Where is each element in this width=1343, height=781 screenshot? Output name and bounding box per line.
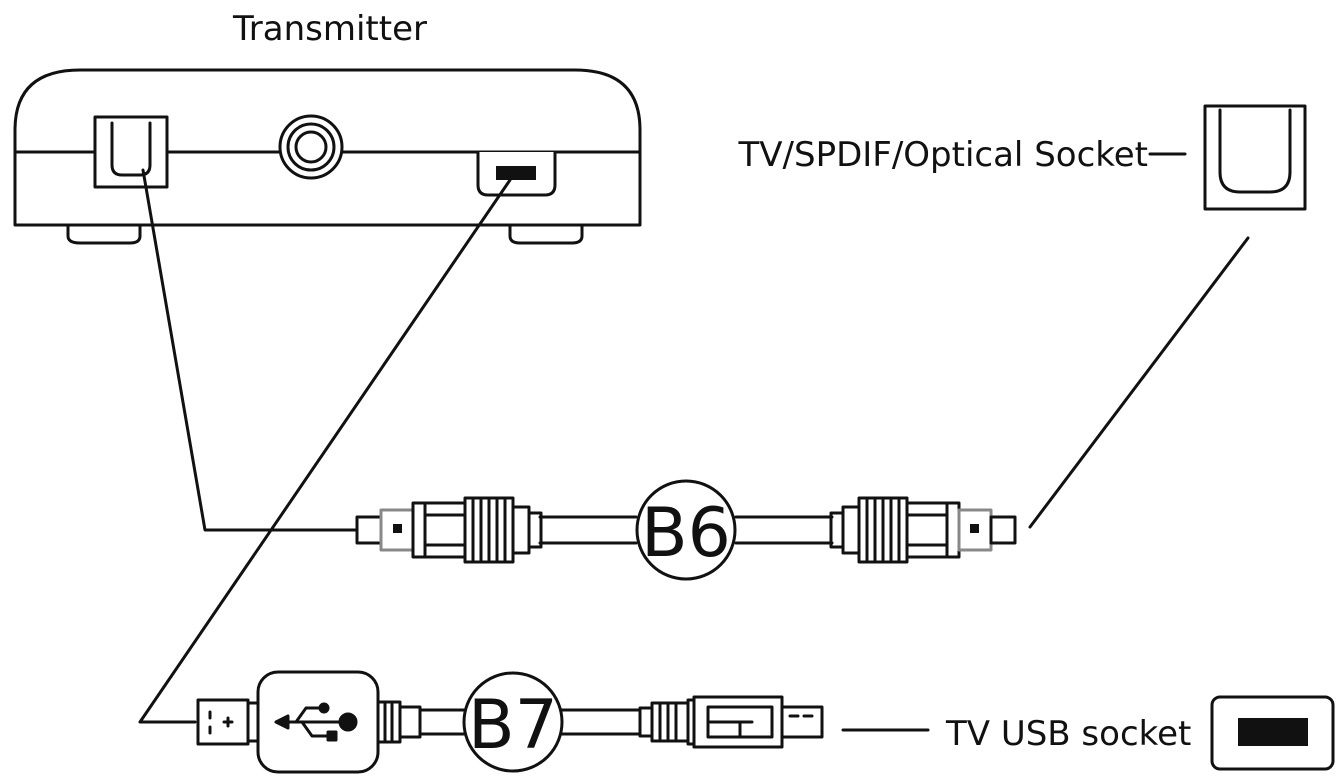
b7-label: B7: [468, 686, 558, 765]
usb-slot-icon: [476, 150, 557, 197]
transmitter-label: Transmitter: [232, 9, 427, 49]
optical-plug-left: [355, 496, 543, 564]
optical-plug-right: [829, 496, 1017, 564]
round-power-jack-icon: [278, 114, 344, 180]
optical-socket-connection-line: [1028, 236, 1250, 529]
usb-b-plug: [638, 695, 824, 749]
b6-badge: [635, 479, 737, 581]
usb-a-plug: [196, 670, 422, 774]
optical-socket-label: TV/SPDIF/Optical Socket: [738, 135, 1149, 175]
usb-socket-label: TV USB socket: [945, 714, 1191, 754]
usb-trident-icon: [274, 702, 358, 742]
optical-connection-line: [141, 168, 357, 532]
tv-optical-socket-icon: [1203, 104, 1307, 211]
optical-cable-b6: B6: [355, 479, 1017, 581]
tv-usb-socket-icon: [1210, 695, 1335, 771]
optical-toslink-port-icon: [93, 115, 169, 189]
b6-label: B6: [641, 494, 731, 573]
usb-connection-line: [138, 178, 512, 724]
b7-badge: [462, 671, 564, 773]
usb-cable-b7: B7: [196, 670, 824, 774]
